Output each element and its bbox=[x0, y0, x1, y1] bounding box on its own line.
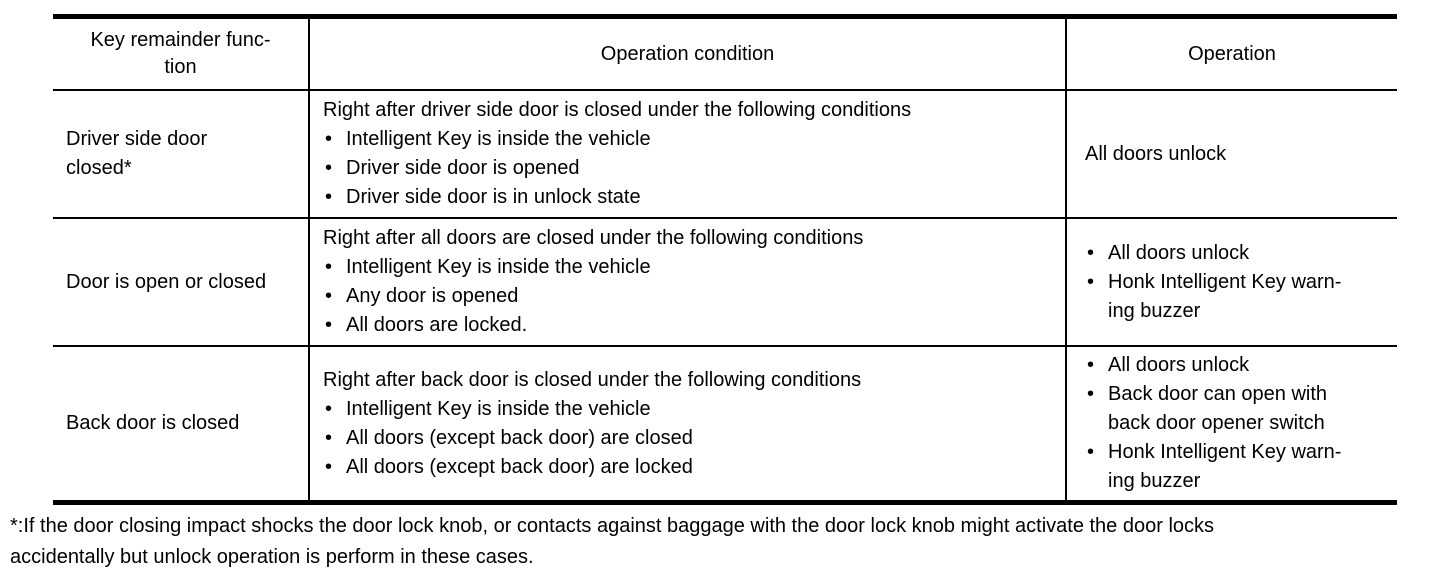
operation-bullet-item: • Honk Intelligent Key warn- ing buzzer bbox=[1085, 268, 1391, 326]
operation-bullet-text: All doors unlock bbox=[1108, 241, 1250, 264]
operation-bullet-text: Honk Intelligent Key warn- ing buzzer bbox=[1108, 441, 1342, 492]
condition-bullet-text: Any door is opened bbox=[346, 285, 519, 307]
table-footnote: *:If the door closing impact shocks the … bbox=[10, 515, 1215, 568]
operation-text: All doors unlock bbox=[1085, 142, 1227, 165]
bullet-icon: • bbox=[325, 128, 333, 150]
operation-bullet-text: Back door can open with back door opener… bbox=[1108, 383, 1328, 434]
bullet-icon: • bbox=[1087, 270, 1095, 293]
condition-intro: Right after driver side door is closed u… bbox=[323, 99, 912, 121]
cell-operation-condition: Right after driver side door is closed u… bbox=[308, 91, 1065, 217]
condition-bullet-text: All doors are locked. bbox=[346, 314, 528, 336]
condition-intro: Right after back door is closed under th… bbox=[323, 368, 862, 391]
cell-operation: All doors unlock bbox=[1065, 91, 1397, 217]
condition-bullet-item: • Any door is opened bbox=[323, 282, 1055, 311]
bullet-icon: • bbox=[325, 314, 333, 336]
bullet-icon: • bbox=[1087, 354, 1095, 376]
bullet-icon: • bbox=[325, 256, 333, 278]
condition-bullet-text: Intelligent Key is inside the vehicle bbox=[346, 128, 651, 150]
cell-operation-condition: Right after back door is closed under th… bbox=[308, 347, 1065, 500]
condition-bullet-item: • All doors (except back door) are close… bbox=[323, 424, 1055, 453]
condition-intro: Right after all doors are closed under t… bbox=[323, 227, 864, 249]
header-key-remainder-function: Key remainder func- tion bbox=[90, 29, 271, 78]
condition-bullet-item: • Driver side door is opened bbox=[323, 154, 1055, 183]
operation-bullet-item: • All doors unlock bbox=[1085, 351, 1391, 380]
bullet-icon: • bbox=[325, 397, 333, 420]
condition-bullet-text: Intelligent Key is inside the vehicle bbox=[346, 397, 651, 420]
condition-bullet-text: Driver side door is in unlock state bbox=[346, 186, 641, 208]
bullet-icon: • bbox=[1087, 441, 1095, 463]
condition-bullet-item: • All doors are locked. bbox=[323, 311, 1055, 340]
condition-bullet-text: All doors (except back door) are closed bbox=[346, 426, 693, 449]
table-row-driver-side-door: Driver side door closed* Right after dri… bbox=[53, 89, 1397, 217]
operation-bullet-text: Honk Intelligent Key warn- ing buzzer bbox=[1108, 270, 1342, 322]
bullet-icon: • bbox=[325, 426, 333, 449]
table-row-back-door-closed: Back door is closed Right after back doo… bbox=[53, 345, 1397, 500]
bullet-icon: • bbox=[325, 455, 333, 478]
bullet-icon: • bbox=[1087, 383, 1095, 405]
condition-bullet-item: • Driver side door is in unlock state bbox=[323, 183, 1055, 212]
bullet-icon: • bbox=[325, 157, 333, 179]
header-operation-condition: Operation condition bbox=[308, 19, 1065, 89]
cell-operation: • All doors unlock • Back door can open … bbox=[1065, 347, 1397, 500]
header-operation: Operation bbox=[1065, 19, 1397, 89]
operation-bullet-item: • Honk Intelligent Key warn- ing buzzer bbox=[1085, 438, 1391, 496]
cell-function: Driver side door closed* bbox=[66, 128, 208, 179]
condition-bullet-item: • All doors (except back door) are locke… bbox=[323, 453, 1055, 482]
table-row-door-open-or-closed: Door is open or closed Right after all d… bbox=[53, 217, 1397, 345]
condition-bullet-text: All doors (except back door) are locked bbox=[346, 455, 693, 478]
condition-bullet-item: • Intelligent Key is inside the vehicle bbox=[323, 253, 1055, 282]
condition-bullet-item: • Intelligent Key is inside the vehicle bbox=[323, 395, 1055, 424]
bullet-icon: • bbox=[1087, 241, 1095, 264]
bullet-icon: • bbox=[325, 186, 333, 208]
cell-function: Door is open or closed bbox=[66, 270, 267, 293]
cell-function: Back door is closed bbox=[66, 412, 240, 434]
condition-bullet-text: Intelligent Key is inside the vehicle bbox=[346, 256, 651, 278]
table-header-row: Key remainder func- tion Operation condi… bbox=[53, 19, 1397, 89]
cell-operation-condition: Right after all doors are closed under t… bbox=[308, 219, 1065, 345]
key-reminder-function-table: Key remainder func- tion Operation condi… bbox=[53, 14, 1397, 505]
bullet-icon: • bbox=[325, 285, 333, 307]
condition-bullet-text: Driver side door is opened bbox=[346, 157, 580, 179]
operation-bullet-item: • All doors unlock bbox=[1085, 239, 1391, 268]
operation-bullet-text: All doors unlock bbox=[1108, 354, 1250, 376]
cell-operation: • All doors unlock • Honk Intelligent Ke… bbox=[1065, 219, 1397, 345]
condition-bullet-item: • Intelligent Key is inside the vehicle bbox=[323, 125, 1055, 154]
operation-bullet-item: • Back door can open with back door open… bbox=[1085, 380, 1391, 438]
